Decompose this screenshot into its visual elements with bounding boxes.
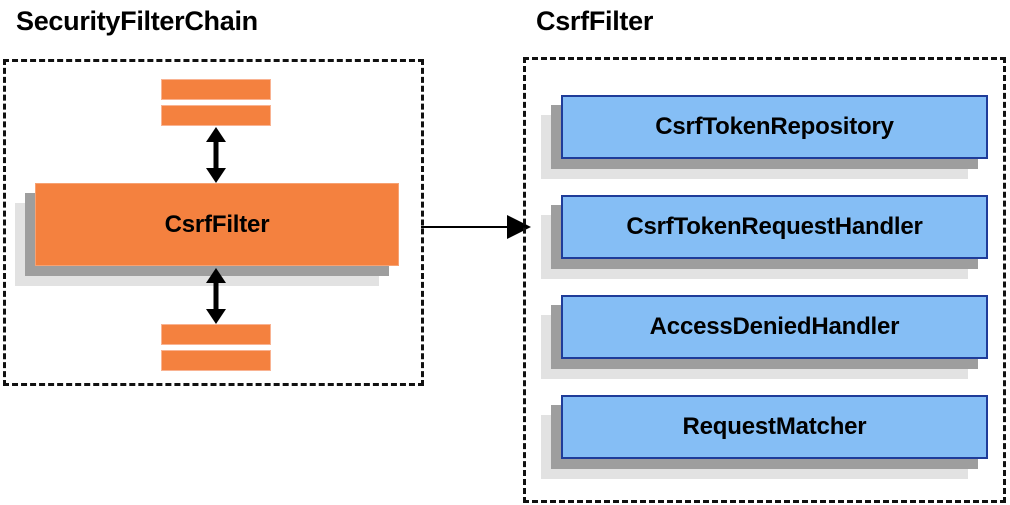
card-face: CsrfTokenRequestHandler: [561, 195, 988, 259]
collaborator-card-csrf-token-request-handler[interactable]: CsrfTokenRequestHandler: [541, 195, 988, 279]
page-title-security-filter-chain: SecurityFilterChain: [16, 6, 258, 36]
filter-bar-below-2: [161, 350, 271, 371]
security-filter-chain-panel: [3, 59, 424, 386]
collaborator-card-label: AccessDeniedHandler: [649, 313, 900, 340]
collaborator-card-request-matcher[interactable]: RequestMatcher: [541, 395, 988, 479]
csrf-filter-card-label: CsrfFilter: [164, 210, 270, 238]
collaborator-card-label: RequestMatcher: [682, 413, 867, 440]
collaborator-card-label: CsrfTokenRepository: [655, 113, 894, 140]
double-arrow-below-icon: [203, 268, 229, 324]
double-arrow-above-icon: [203, 127, 229, 183]
card-face: CsrfTokenRepository: [561, 95, 988, 159]
collaborator-card-access-denied-handler[interactable]: AccessDeniedHandler: [541, 295, 988, 379]
filter-bar-below-1: [161, 324, 271, 345]
collaborator-card-label: CsrfTokenRequestHandler: [626, 213, 923, 240]
connector-arrow-icon: [421, 214, 531, 240]
card-face: RequestMatcher: [561, 395, 988, 459]
collaborator-card-csrf-token-repository[interactable]: CsrfTokenRepository: [541, 95, 988, 179]
csrf-filter-panel: [523, 57, 1006, 503]
csrf-filter-card[interactable]: CsrfFilter: [15, 183, 399, 286]
filter-bar-above-2: [161, 105, 271, 126]
card-face: AccessDeniedHandler: [561, 295, 988, 359]
page-title-csrf-filter: CsrfFilter: [536, 6, 654, 36]
card-face: CsrfFilter: [35, 183, 399, 266]
filter-bar-above-1: [161, 79, 271, 100]
